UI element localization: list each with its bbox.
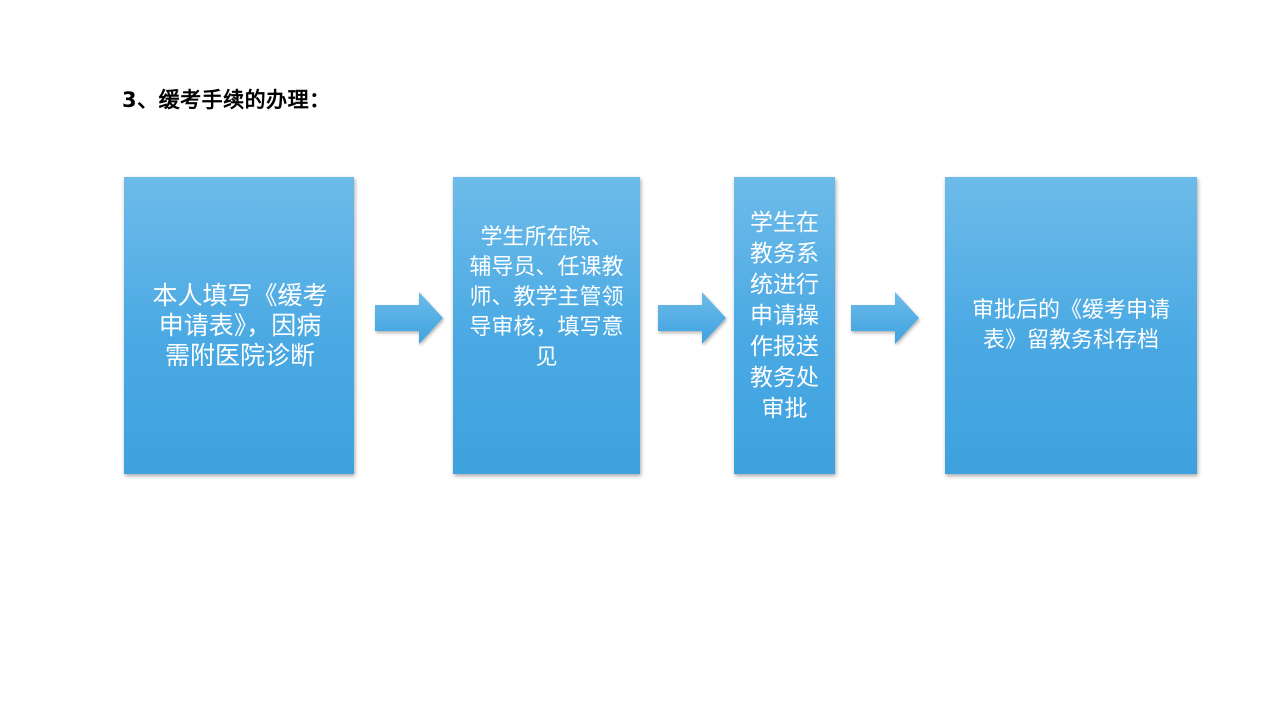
step-label: 审批后的《缓考申请 表》留教务科存档 (971, 297, 1170, 353)
step-box-review: 学生所在院、 辅导员、任课教 师、教学主管领 导审核，填写意 见 (453, 177, 640, 474)
step-box-fill-form: 本人填写《缓考 申请表》，因病 需附医院诊断 (124, 177, 354, 474)
step-label: 学生在 教务系 统进行 申请操 作报送 教务处 审批 (750, 210, 819, 422)
step-label: 学生所在院、 辅导员、任课教 师、教学主管领 导审核，填写意 见 (469, 225, 624, 370)
slide-title: 3、缓考手续的办理： (122, 88, 331, 112)
step-label: 本人填写《缓考 申请表》，因病 需附医院诊断 (152, 280, 328, 370)
right-arrow-icon (375, 292, 443, 344)
step-box-system-submit: 学生在 教务系 统进行 申请操 作报送 教务处 审批 (734, 177, 835, 474)
step-box-archive: 审批后的《缓考申请 表》留教务科存档 (945, 177, 1197, 474)
right-arrow-icon (658, 292, 726, 344)
right-arrow-icon (851, 292, 919, 344)
